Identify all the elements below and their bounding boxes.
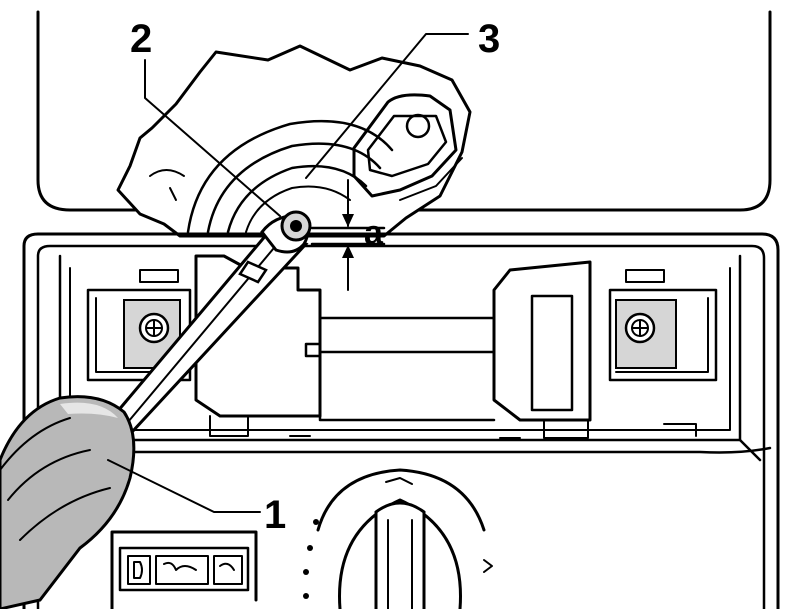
- callout-2: 2: [130, 17, 152, 61]
- screwdriver: [0, 210, 312, 609]
- leader-lines: [107, 33, 469, 513]
- control-knob: [303, 468, 493, 609]
- switch-cluster: [110, 530, 258, 609]
- dimension-gap-a: [310, 179, 386, 291]
- right-screw-bracket: [608, 269, 718, 382]
- callout-3: 3: [478, 17, 500, 61]
- heater-control-module: [194, 254, 697, 439]
- callout-1: 1: [264, 493, 286, 537]
- dimension-label-a: a: [364, 214, 384, 252]
- cutaway-region: [116, 44, 472, 238]
